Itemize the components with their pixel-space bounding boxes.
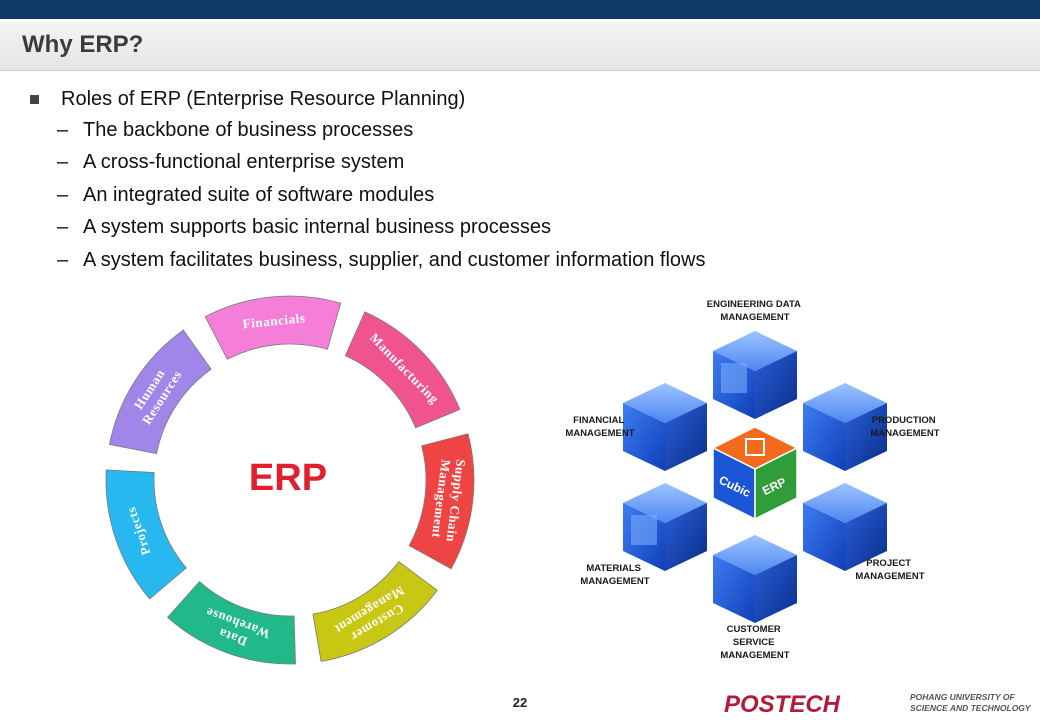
dash-icon: –	[57, 118, 69, 141]
top-accent-bar	[0, 0, 1040, 19]
sub-bullet: –A cross-functional enterprise system	[30, 147, 1010, 180]
sub-bullet-text: A system facilitates business, supplier,…	[83, 248, 706, 271]
customer-service-cube	[713, 535, 797, 623]
project-caption: PROJECT MANAGEMENT	[855, 558, 924, 582]
engineering-cube	[713, 331, 797, 419]
customer-service-caption: CUSTOMER SERVICE MANAGEMENT	[720, 624, 789, 661]
financial-cube	[623, 383, 707, 471]
green-face	[754, 446, 798, 521]
bullet-list: Roles of ERP (Enterprise Resource Planni…	[30, 84, 1010, 277]
sub-bullet: –A system facilitates business, supplier…	[30, 244, 1010, 277]
dash-icon: –	[57, 183, 69, 206]
wheel-segment-label: Financials	[242, 310, 306, 331]
wheel-segment-supply-chain	[408, 433, 475, 570]
sub-bullet-text: The backbone of business processes	[83, 118, 414, 141]
wheel-segment-projects	[105, 469, 187, 600]
sub-bullet: –The backbone of business processes	[30, 114, 1010, 147]
sub-bullet-text: An integrated suite of software modules	[83, 183, 435, 206]
main-bullet-text: Roles of ERP (Enterprise Resource Planni…	[61, 87, 466, 110]
production-cube	[803, 383, 887, 471]
erp-center-label: ERP	[249, 457, 327, 499]
wheel-segment-human-resources	[108, 329, 212, 455]
slide-number: 22	[512, 695, 528, 710]
wheel-segment-manufacturing	[344, 311, 461, 429]
wheel-segment-customer	[312, 561, 438, 662]
main-bullet: Roles of ERP (Enterprise Resource Planni…	[30, 84, 1010, 114]
sub-bullet-text: A cross-functional enterprise system	[83, 151, 405, 174]
wheel-segment-data-warehouse	[166, 580, 296, 665]
square-bullet-icon	[30, 94, 39, 104]
cubic-erp-center-cube: Cubic ERP	[711, 426, 799, 521]
sub-bullet: –A system supports basic internal busine…	[30, 212, 1010, 245]
materials-cube	[623, 483, 707, 571]
materials-caption: MATERIALS MANAGEMENT	[580, 563, 649, 587]
title-bar	[0, 22, 1040, 71]
postech-logo: POSTECH POHANG UNIVERSITY OF SCIENCE AND…	[724, 691, 1032, 718]
wheel-segment-financials	[204, 295, 342, 360]
sub-bullet-text: A system supports basic internal busines…	[83, 216, 551, 239]
cubic-erp-diagram: Cubic ERP ENGINEERING DATA MANAGEMENT PR…	[565, 299, 939, 661]
slide-title: Why ERP?	[22, 31, 144, 58]
financial-caption: FINANCIAL MANAGEMENT	[565, 415, 634, 439]
sub-bullet: –An integrated suite of software modules	[30, 179, 1010, 212]
dash-icon: –	[57, 151, 69, 174]
university-name: POHANG UNIVERSITY OF SCIENCE AND TECHNOL…	[910, 692, 1032, 713]
production-caption: PRODUCTION MANAGEMENT	[870, 415, 939, 439]
engineering-caption: ENGINEERING DATA MANAGEMENT	[707, 299, 803, 323]
project-cube	[803, 483, 887, 571]
logo-wordmark: POSTECH	[724, 691, 841, 718]
dash-icon: –	[57, 216, 69, 239]
dash-icon: –	[57, 248, 69, 271]
cube-logo-icon	[745, 438, 765, 456]
